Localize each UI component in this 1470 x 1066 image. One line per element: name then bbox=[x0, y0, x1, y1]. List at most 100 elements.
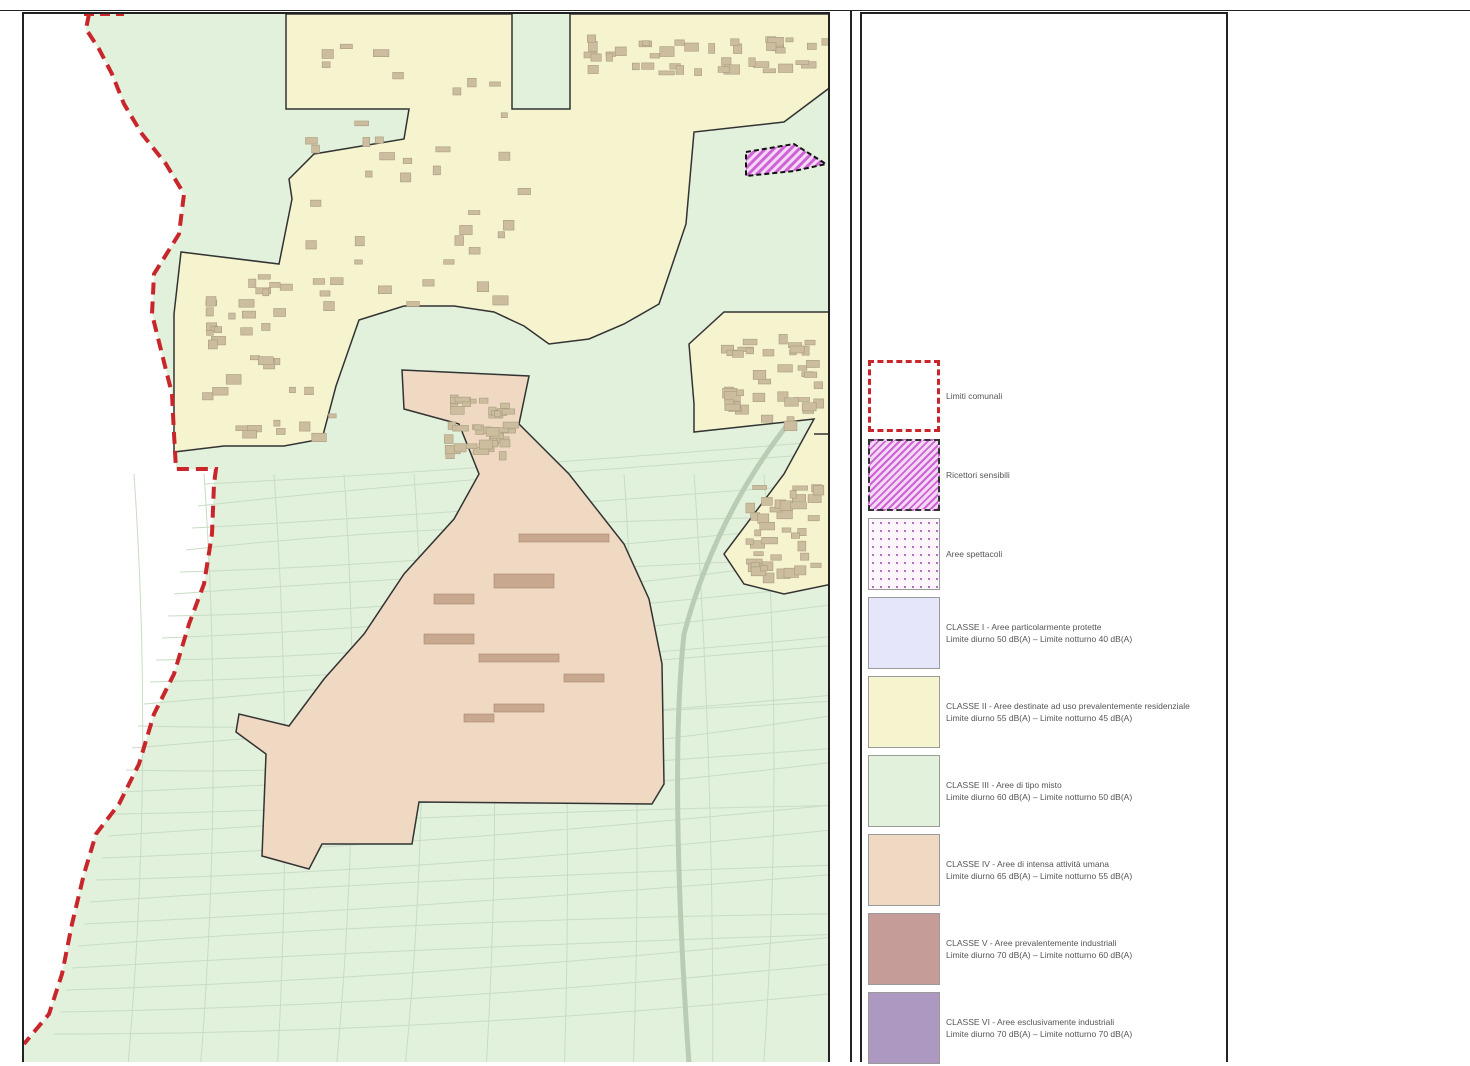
swatch-classe-6 bbox=[868, 992, 940, 1064]
building bbox=[459, 225, 473, 235]
building bbox=[801, 402, 817, 412]
building bbox=[454, 396, 471, 403]
building bbox=[289, 386, 296, 394]
building bbox=[758, 378, 772, 385]
building bbox=[500, 402, 510, 409]
building bbox=[587, 65, 599, 74]
class-II-area-east[interactable] bbox=[688, 311, 830, 595]
building bbox=[641, 62, 655, 70]
building bbox=[761, 536, 778, 545]
legend-item-limiti-comunali[interactable]: Limiti comunali bbox=[868, 360, 1228, 434]
building bbox=[797, 528, 807, 537]
building bbox=[400, 172, 412, 183]
building bbox=[807, 494, 822, 503]
building bbox=[754, 529, 762, 537]
building bbox=[761, 497, 773, 506]
ricettori-sensibili-area[interactable] bbox=[745, 142, 828, 178]
building bbox=[311, 144, 320, 154]
building bbox=[354, 259, 363, 265]
building bbox=[422, 279, 435, 287]
building bbox=[745, 347, 754, 355]
building bbox=[804, 339, 816, 346]
building bbox=[402, 157, 413, 164]
field-line bbox=[77, 913, 828, 947]
building bbox=[435, 146, 451, 153]
field-line bbox=[107, 805, 828, 837]
industrial-building bbox=[433, 593, 475, 605]
building bbox=[372, 49, 390, 57]
building bbox=[752, 369, 767, 380]
building bbox=[392, 72, 404, 80]
building bbox=[478, 397, 489, 404]
building bbox=[770, 554, 782, 561]
field-line bbox=[59, 963, 828, 1013]
legend-limits: Limite diurno 70 dB(A) – Limite notturno… bbox=[946, 950, 1133, 960]
swatch-classe-4 bbox=[868, 834, 940, 906]
building bbox=[748, 57, 756, 67]
building bbox=[674, 39, 685, 46]
building bbox=[354, 120, 369, 127]
legend-item-aree-spettacoli[interactable]: Aree spettacoli bbox=[868, 518, 1228, 592]
class-IV-area[interactable] bbox=[235, 369, 665, 870]
building bbox=[806, 42, 817, 50]
building bbox=[468, 247, 481, 255]
building bbox=[362, 137, 370, 148]
building bbox=[794, 565, 807, 576]
legend-item-classe-1[interactable]: CLASSE I - Aree particolarmente protette… bbox=[868, 597, 1228, 671]
zoning-map[interactable] bbox=[22, 12, 830, 1062]
building bbox=[374, 136, 384, 144]
building bbox=[261, 323, 271, 331]
building bbox=[649, 53, 660, 59]
field-line bbox=[89, 864, 828, 903]
field-line bbox=[203, 440, 828, 485]
legend-item-classe-4[interactable]: CLASSE IV - Aree di intensa attività uma… bbox=[868, 834, 1228, 908]
industrial-building bbox=[518, 533, 610, 543]
building bbox=[762, 572, 775, 584]
building bbox=[214, 326, 223, 334]
legend-item-classe-2[interactable]: CLASSE II - Aree destinate ad uso preval… bbox=[868, 676, 1228, 750]
buildings bbox=[202, 34, 828, 723]
building bbox=[807, 515, 820, 522]
building bbox=[810, 562, 822, 568]
building bbox=[800, 552, 810, 561]
building bbox=[760, 565, 768, 572]
building bbox=[753, 61, 770, 68]
swatch-classe-3 bbox=[868, 755, 940, 827]
building bbox=[760, 414, 774, 423]
legend-label: Limiti comunali bbox=[946, 391, 1003, 401]
building bbox=[517, 188, 531, 195]
legend-limits: Limite diurno 50 dB(A) – Limite notturno… bbox=[946, 634, 1133, 644]
legend-item-classe-5[interactable]: CLASSE V - Aree prevalentemente industri… bbox=[868, 913, 1228, 987]
building bbox=[501, 408, 515, 415]
building bbox=[745, 538, 754, 545]
building bbox=[489, 81, 501, 87]
building bbox=[762, 68, 776, 74]
building bbox=[694, 68, 702, 76]
building bbox=[500, 112, 508, 119]
building bbox=[248, 278, 257, 288]
legend-limits: Limite diurno 55 dB(A) – Limite notturno… bbox=[946, 713, 1133, 723]
building bbox=[240, 327, 253, 336]
building bbox=[225, 374, 242, 385]
building bbox=[310, 199, 322, 207]
legend-limits: Limite diurno 60 dB(A) – Limite notturno… bbox=[946, 792, 1133, 802]
building bbox=[587, 34, 597, 43]
building bbox=[379, 152, 395, 161]
building bbox=[257, 274, 271, 280]
building bbox=[503, 220, 515, 231]
building bbox=[269, 282, 281, 288]
field-line bbox=[95, 829, 828, 881]
building bbox=[319, 290, 331, 297]
building bbox=[299, 421, 311, 432]
building bbox=[304, 386, 314, 396]
building bbox=[795, 60, 810, 65]
building bbox=[235, 425, 249, 431]
building bbox=[778, 63, 794, 73]
building bbox=[468, 210, 481, 215]
building bbox=[658, 70, 675, 76]
legend-item-classe-6[interactable]: CLASSE VI - Aree esclusivamente industri… bbox=[868, 992, 1228, 1066]
legend-item-ricettori-sensibili[interactable]: Ricettori sensibili bbox=[868, 439, 1228, 513]
legend-label: CLASSE II - Aree destinate ad uso preval… bbox=[946, 701, 1190, 711]
building bbox=[614, 46, 627, 56]
